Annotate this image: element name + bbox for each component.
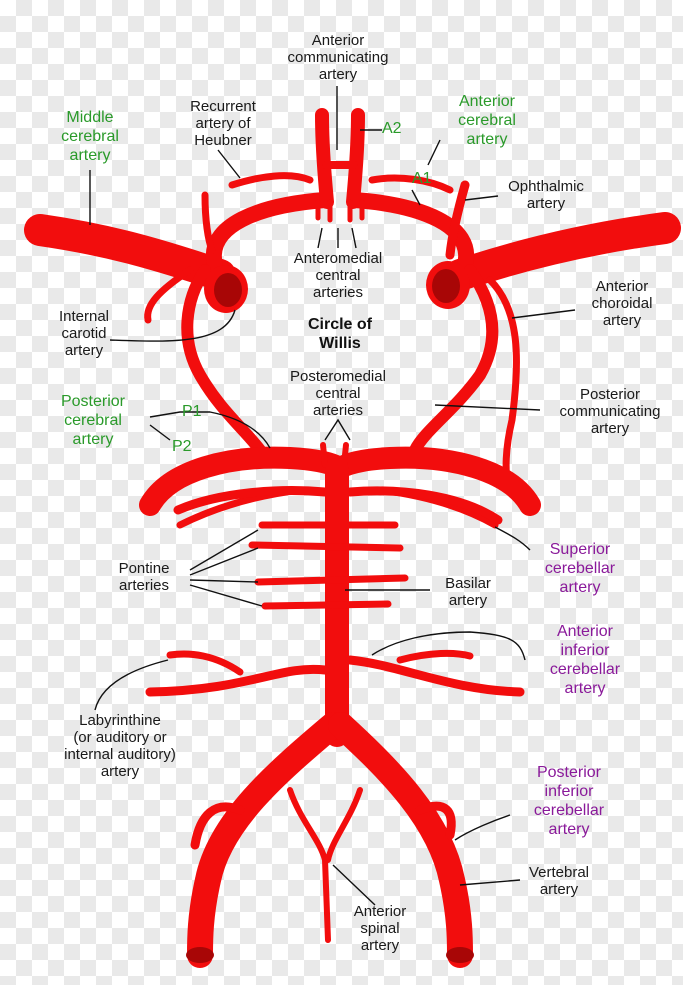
- label-basilar-artery: Basilar artery: [428, 575, 508, 609]
- left-internal-carotid-lumen: [214, 273, 242, 307]
- leader-line: [333, 865, 375, 905]
- left-heubner-branch: [205, 195, 212, 250]
- label-posterior-communicating-artery: Posterior communicating artery: [540, 386, 680, 437]
- label-superior-cerebellar-artery: Superior cerebellar artery: [530, 540, 630, 597]
- right-anterior-cerebral-artery: [353, 115, 358, 202]
- leader-line: [325, 420, 350, 440]
- pontine-artery: [252, 545, 400, 548]
- label-labyrinthine-artery: Labyrinthine (or auditory or internal au…: [40, 712, 200, 780]
- leader-line: [495, 527, 530, 550]
- right-internal-carotid-lumen: [432, 269, 460, 303]
- label-ophthalmic-artery: Ophthalmic artery: [496, 178, 596, 212]
- posteromedial-central-artery: [323, 445, 325, 465]
- label-a1-segment: A1: [412, 170, 432, 187]
- right-vertebral-lumen: [446, 947, 474, 963]
- right-ophthalmic-branch: [372, 178, 450, 190]
- label-a2-segment: A2: [382, 120, 402, 137]
- label-pontine-arteries: Pontine arteries: [104, 560, 184, 594]
- label-anterior-spinal-artery: Anterior spinal artery: [340, 903, 420, 954]
- label-recurrent-artery-of-heubner: Recurrent artery of Heubner: [168, 98, 278, 149]
- label-p2-segment: P2: [172, 438, 192, 455]
- label-p1-segment: P1: [182, 403, 202, 420]
- leader-line: [465, 196, 498, 200]
- label-anteromedial-central-arteries: Anteromedial central arteries: [278, 250, 398, 301]
- pontine-artery: [258, 578, 405, 582]
- left-labyrinthine-artery: [170, 654, 240, 672]
- label-posterior-cerebral-artery: Posterior cerebral artery: [38, 392, 148, 449]
- leader-line: [455, 815, 510, 840]
- left-vertebral-lumen: [186, 947, 214, 963]
- leader-line: [460, 880, 520, 885]
- leader-line: [110, 310, 235, 341]
- right-anterior-inferior-cerebellar-artery: [350, 660, 520, 692]
- recurrent-artery-of-heubner: [232, 176, 310, 185]
- label-vertebral-artery: Vertebral artery: [514, 864, 604, 898]
- label-anterior-communicating-artery: Anterior communicating artery: [268, 32, 408, 83]
- right-middle-cerebral-artery: [460, 228, 665, 275]
- circle-of-willis-title: Circle of Willis: [285, 315, 395, 353]
- right-anterior-inferior-cerebellar-branch: [400, 653, 470, 660]
- leader-line: [150, 425, 170, 440]
- leader-line: [190, 530, 262, 606]
- leader-line: [512, 310, 575, 318]
- label-internal-carotid-artery: Internal carotid artery: [44, 308, 124, 359]
- label-posteromedial-central-arteries: Posteromedial central arteries: [278, 368, 398, 419]
- label-anterior-inferior-cerebellar-artery: Anterior inferior cerebellar artery: [530, 622, 640, 698]
- leader-line: [218, 150, 240, 178]
- label-anterior-choroidal-artery: Anterior choroidal artery: [572, 278, 672, 329]
- label-anterior-cerebral-artery: Anterior cerebral artery: [432, 92, 542, 149]
- leader-line: [95, 660, 168, 710]
- left-anterior-cerebral-artery: [322, 115, 327, 202]
- label-middle-cerebral-artery: Middle cerebral artery: [40, 108, 140, 165]
- pontine-artery: [265, 604, 388, 606]
- label-posterior-inferior-cerebellar-artery: Posterior inferior cerebellar artery: [514, 763, 624, 839]
- leader-line: [318, 228, 356, 248]
